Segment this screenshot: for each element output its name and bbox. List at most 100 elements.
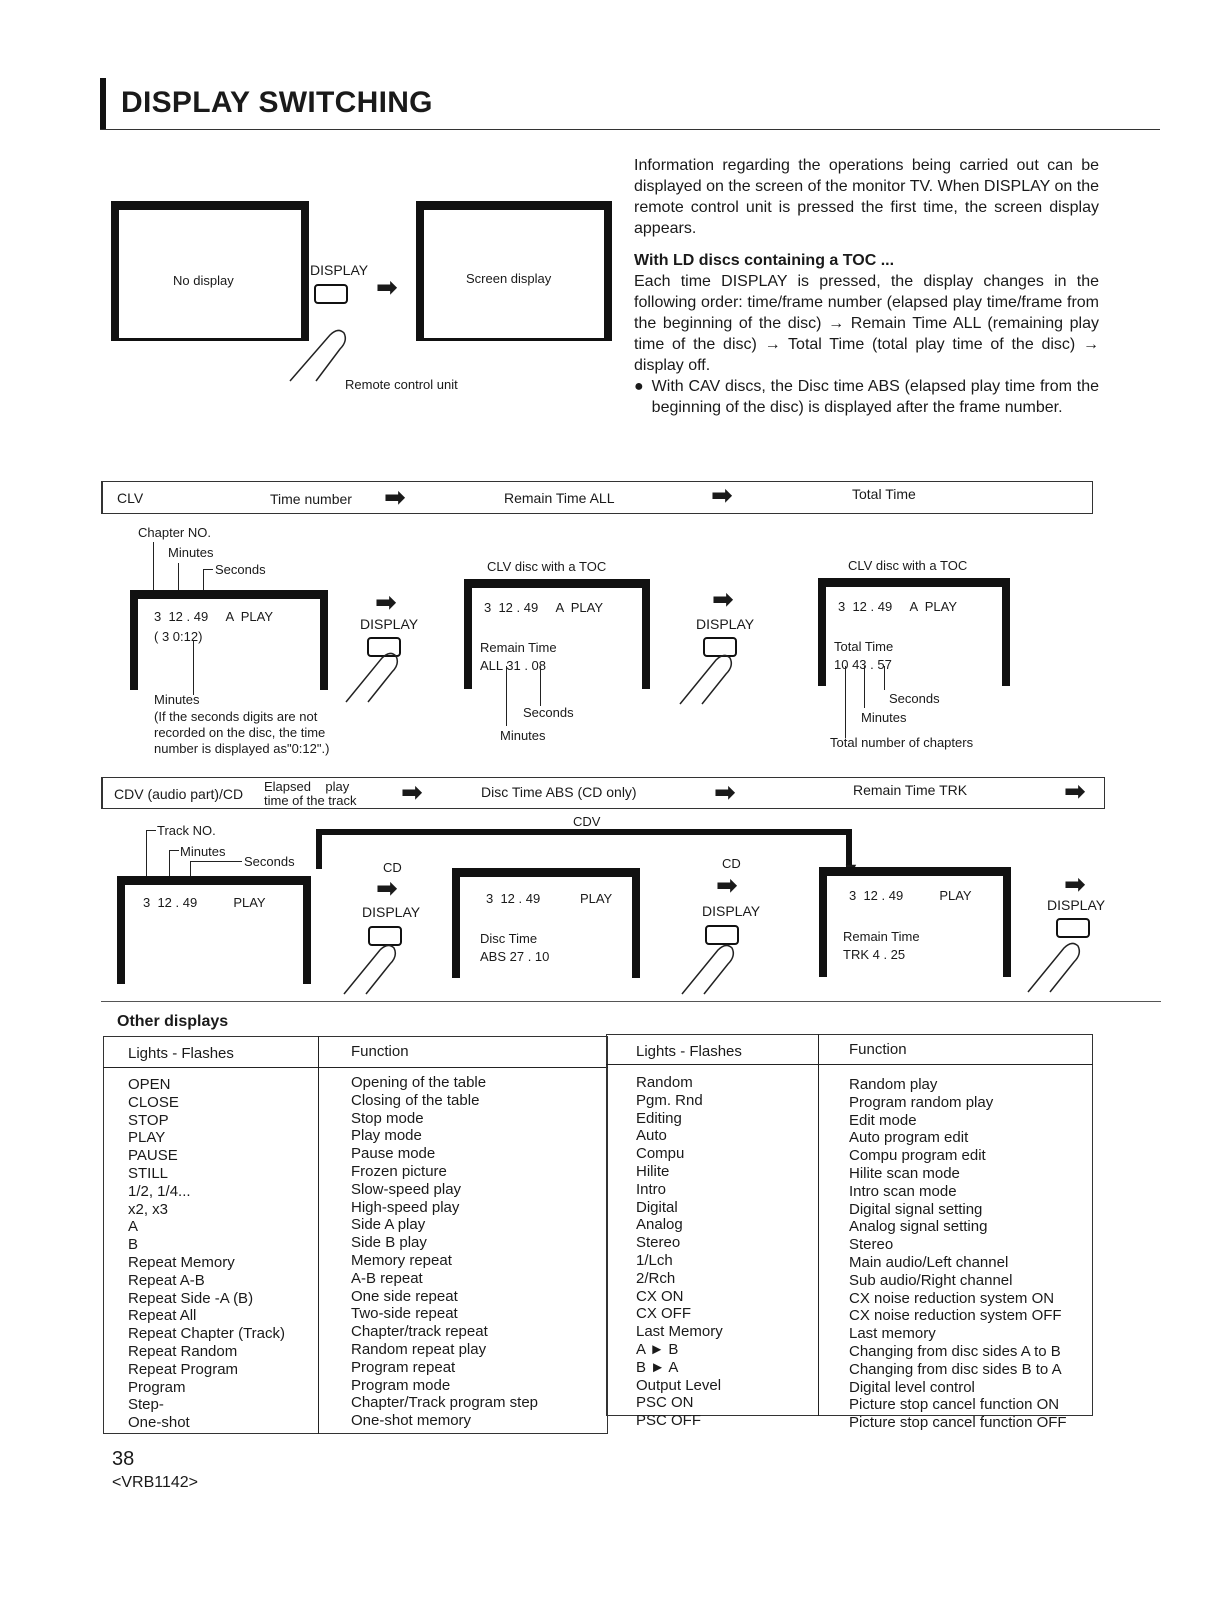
clv-step-total-time: Total Time	[852, 486, 916, 502]
finger-press-icon	[1027, 942, 1081, 993]
table-cell: Output Level	[636, 1376, 722, 1394]
note-line-3: number is displayed as"0:12".)	[154, 741, 330, 756]
screen3-minutes-label: Minutes	[861, 710, 907, 725]
table-cell: 1/Lch	[636, 1251, 673, 1269]
leader-line	[864, 666, 865, 708]
arrow-icon: ➡	[401, 777, 423, 807]
leader-line	[193, 640, 194, 695]
table-cell: CX noise reduction system ON	[849, 1289, 1055, 1307]
leader-line	[190, 861, 242, 862]
table-cell: Changing from disc sides A to B	[849, 1342, 1061, 1360]
display-button-icon	[1056, 918, 1090, 938]
table-cell: Repeat All	[128, 1307, 197, 1325]
table-cell: Repeat Random	[128, 1342, 238, 1360]
display-button-label: DISPLAY	[696, 616, 755, 632]
table-cell: Analog signal setting	[849, 1218, 988, 1236]
table-cell: Opening of the table	[351, 1074, 487, 1091]
leader-line	[190, 861, 191, 888]
tv-no-display: No display	[111, 201, 309, 341]
table-cell: Closing of the table	[351, 1091, 480, 1109]
table-cell: OPEN	[128, 1076, 171, 1093]
screen2-line1: 3 12 . 49 A PLAY	[484, 600, 604, 615]
table-cell: Program mode	[351, 1376, 451, 1394]
table-cell: STILL	[128, 1164, 169, 1182]
leader-line	[845, 666, 846, 738]
minutes-bottom-label: Minutes	[154, 692, 200, 707]
note-line-1: (If the seconds digits are not	[154, 709, 318, 724]
table-cell: Chapter/track repeat	[351, 1323, 488, 1341]
cdv-screen-remain-trk: 3 12 . 49 PLAY Remain Time TRK 4 . 25	[819, 867, 1011, 977]
table-cell: CX OFF	[636, 1305, 691, 1323]
clv-step-remain-time-all: Remain Time ALL	[504, 490, 615, 506]
table-cell: Pgm. Rnd	[636, 1091, 703, 1109]
table-cell: Changing from disc sides B to A	[849, 1360, 1062, 1378]
finger-press-icon	[679, 654, 733, 705]
arrow-icon: ➡	[376, 873, 398, 903]
table-cell: Edit mode	[849, 1111, 917, 1129]
leader-line	[178, 563, 179, 607]
leader-line	[169, 850, 179, 851]
cdv-screen2-line3: ABS 27 . 10	[480, 949, 550, 964]
clv-screen-time-number: 3 12 . 49 A PLAY ( 3 0:12)	[130, 590, 328, 690]
table-cell: Editing	[636, 1109, 682, 1127]
table-cell: Auto program edit	[849, 1129, 969, 1147]
bullet-dot-icon: ●	[634, 378, 644, 395]
tv-screen-display: Screen display	[416, 201, 612, 341]
table-cell: Auto	[636, 1127, 667, 1145]
table-cell: Random play	[849, 1076, 938, 1093]
clv-screen-total-time: 3 12 . 49 A PLAY Total Time 10 43 . 57	[818, 578, 1010, 686]
cdv-step-remain-time-trk: Remain Time TRK	[853, 782, 968, 798]
cdv-screen-disc-time: 3 12 . 49 PLAY Disc Time ABS 27 . 10	[452, 868, 640, 978]
table-cell: A	[128, 1218, 139, 1236]
toc-subheading: With LD discs containing a TOC ...	[634, 252, 895, 269]
table-cell: One-shot memory	[351, 1412, 472, 1430]
cdv-step-elapsed-b: time of the track	[264, 793, 357, 808]
table-cell: Picture stop cancel function OFF	[849, 1414, 1067, 1432]
arrow-icon: ➡	[384, 482, 406, 512]
table-cell: Stereo	[849, 1236, 894, 1254]
table-cell: Step-	[128, 1396, 164, 1414]
table-cell: PLAY	[128, 1129, 166, 1147]
cdv-screen2-line1: 3 12 . 49 PLAY	[486, 891, 613, 906]
table-cell: Random repeat play	[351, 1340, 487, 1358]
table-cell: Two-side repeat	[351, 1305, 458, 1323]
cdv-step-disc-time-abs: Disc Time ABS (CD only)	[481, 784, 637, 800]
arrow-icon: ➡	[714, 777, 736, 807]
table-cell: STOP	[128, 1111, 169, 1129]
leader-line	[153, 542, 154, 607]
cdv-seconds-label: Seconds	[244, 854, 295, 869]
table-column-rule	[318, 1036, 319, 1434]
table-header-rule	[103, 1067, 608, 1068]
table-cell: Last memory	[849, 1325, 936, 1343]
screen1-line2: ( 3 0:12)	[154, 629, 203, 644]
table-cell: Last Memory	[636, 1323, 723, 1341]
arrow-icon: ➡	[375, 587, 397, 617]
leader-line	[506, 666, 507, 726]
screen3-line1: 3 12 . 49 A PLAY	[838, 599, 958, 614]
table-cell: Repeat Memory	[128, 1253, 235, 1271]
cdv-screen3-line2: Remain Time	[843, 929, 920, 944]
header-function-right: Function	[849, 1041, 907, 1058]
table-cell: Side A play	[351, 1216, 426, 1234]
toc-paragraph: Each time DISPLAY is pressed, the displa…	[634, 273, 1099, 374]
table-cell: B	[128, 1236, 139, 1254]
table-cell: Pause mode	[351, 1145, 436, 1163]
clv-sequence-band	[101, 481, 1093, 514]
table-cell: One-shot	[128, 1414, 190, 1432]
table-cell: Hilite scan mode	[849, 1164, 960, 1182]
other-displays-table-right	[606, 1034, 1093, 1416]
seconds-label: Seconds	[215, 562, 266, 577]
table-cell: Digital level control	[849, 1378, 975, 1396]
table-cell: Random	[636, 1074, 693, 1091]
screen3-chapters-label: Total number of chapters	[830, 735, 974, 750]
table-cell: Side B play	[351, 1234, 427, 1252]
table-cell: Program random play	[849, 1093, 994, 1111]
table-cell: Frozen picture	[351, 1162, 447, 1180]
clv-step-time-number: Time number	[270, 491, 352, 507]
cd-label-2: CD	[722, 856, 741, 871]
cdv-step-elapsed-a: Elapsed play	[264, 779, 350, 794]
leader-line	[146, 830, 147, 888]
